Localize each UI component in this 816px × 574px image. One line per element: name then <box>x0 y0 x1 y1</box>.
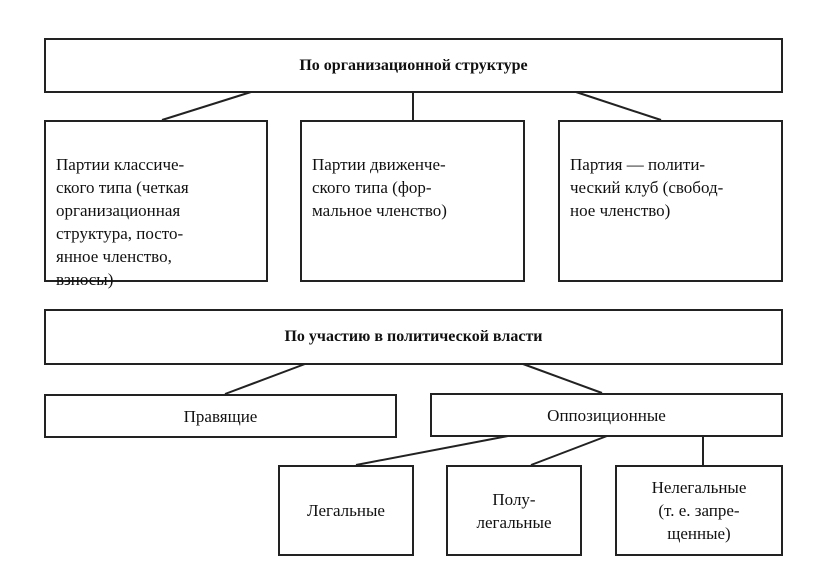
power-participation-header: По участию в политической власти <box>44 309 783 365</box>
connector <box>575 91 662 121</box>
connector <box>522 363 603 394</box>
org-structure-title: По организационной структуре <box>299 56 528 74</box>
club-party-box: Партия — полити- ческий клуб (свобод- но… <box>558 120 783 282</box>
classic-party-box: Партии классиче- ского типа (четкая орга… <box>44 120 268 289</box>
legal-box: Легальные <box>278 465 414 556</box>
legal-text: Легальные <box>307 501 385 520</box>
club-party-text: Партия — полити- ческий клуб (свобод- но… <box>570 155 724 220</box>
semi-legal-box: Полу- легальные <box>446 465 582 556</box>
ruling-box: Правящие <box>44 394 397 438</box>
org-structure-header: По организационной структуре <box>44 38 783 93</box>
semi-legal-text: Полу- легальные <box>476 489 552 532</box>
opposition-box: Оппозиционные <box>430 393 783 437</box>
connector <box>355 435 509 466</box>
connector <box>161 91 252 121</box>
opposition-text: Оппозиционные <box>547 405 666 425</box>
connector <box>224 363 306 395</box>
ruling-text: Правящие <box>183 406 258 426</box>
classic-party-text: Партии классиче- ского типа (четкая орга… <box>56 155 189 289</box>
illegal-box: Нелегальные (т. е. запре- щенные) <box>615 465 783 556</box>
illegal-text: Нелегальные (т. е. запре- щенные) <box>651 478 747 543</box>
movement-party-box: Партии движенче- ского типа (фор- мально… <box>300 120 525 282</box>
power-participation-title: По участию в политической власти <box>284 328 543 345</box>
connector <box>530 435 608 466</box>
movement-party-text: Партии движенче- ского типа (фор- мально… <box>312 155 447 220</box>
